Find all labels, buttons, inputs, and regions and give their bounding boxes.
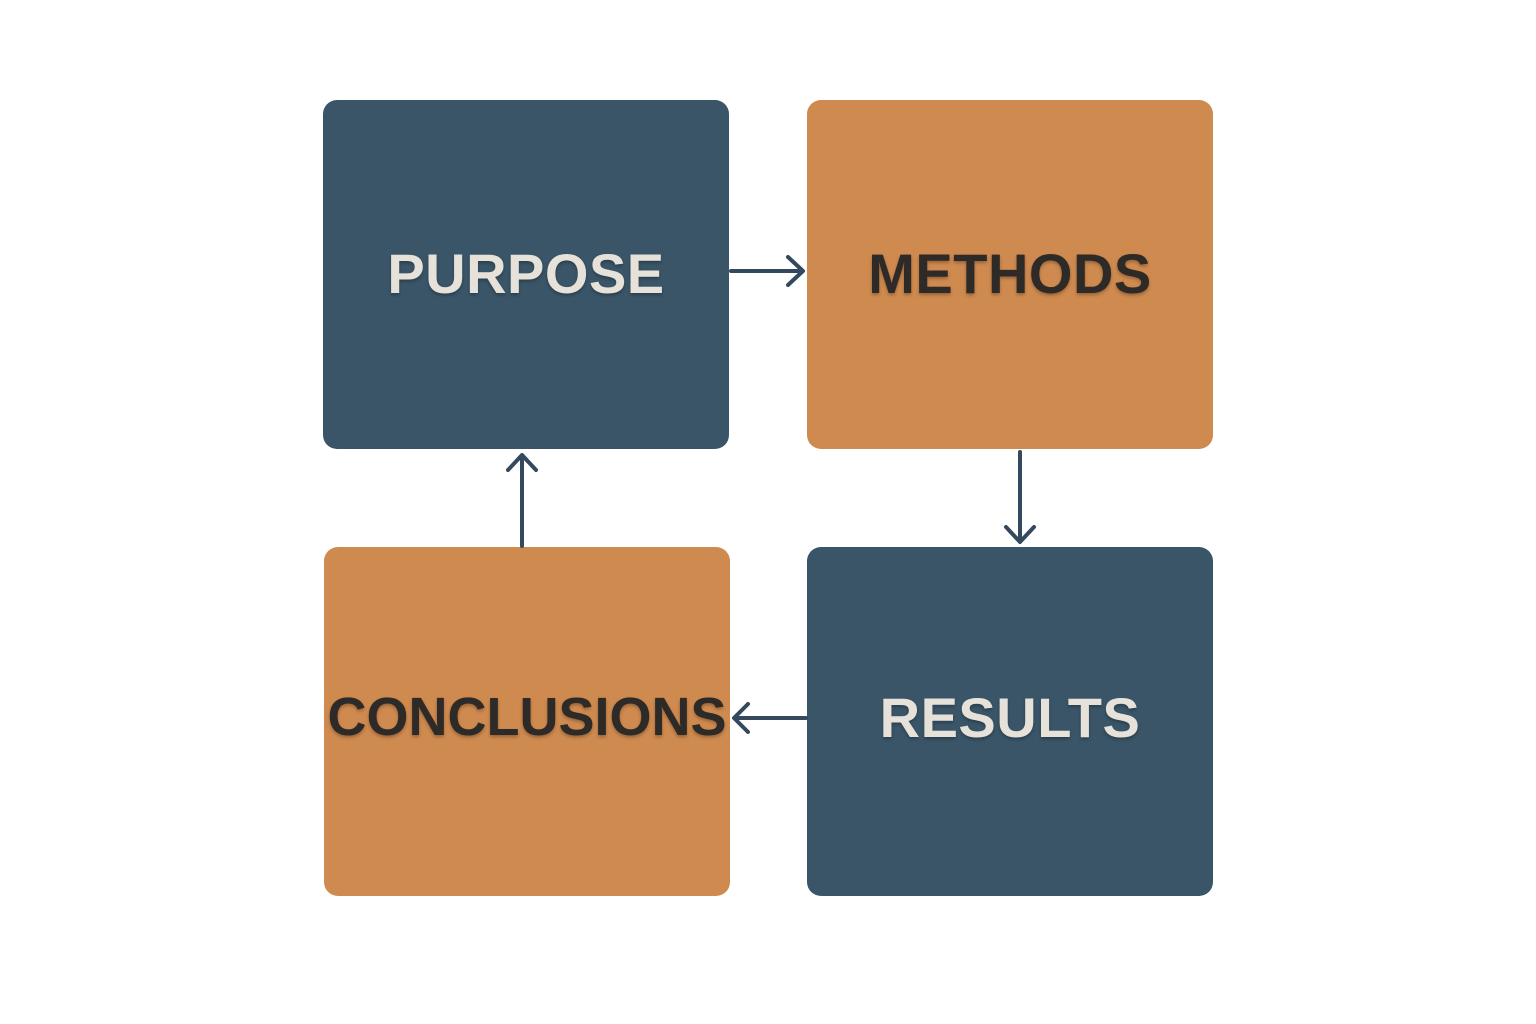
purpose-box: PURPOSE xyxy=(323,100,729,449)
arrow-purpose-to-methods xyxy=(729,255,805,287)
methods-label: METHODS xyxy=(868,242,1152,305)
methods-box: METHODS xyxy=(807,100,1213,449)
purpose-label: PURPOSE xyxy=(387,242,665,305)
conclusions-label: CONCLUSIONS xyxy=(327,687,727,747)
results-box: RESULTS xyxy=(807,547,1213,896)
results-label: RESULTS xyxy=(879,686,1141,749)
arrow-methods-to-results xyxy=(1004,450,1036,544)
arrow-results-to-conclusions xyxy=(732,702,808,734)
conclusions-box: CONCLUSIONS xyxy=(324,547,730,896)
arrow-conclusions-to-purpose xyxy=(506,453,538,548)
